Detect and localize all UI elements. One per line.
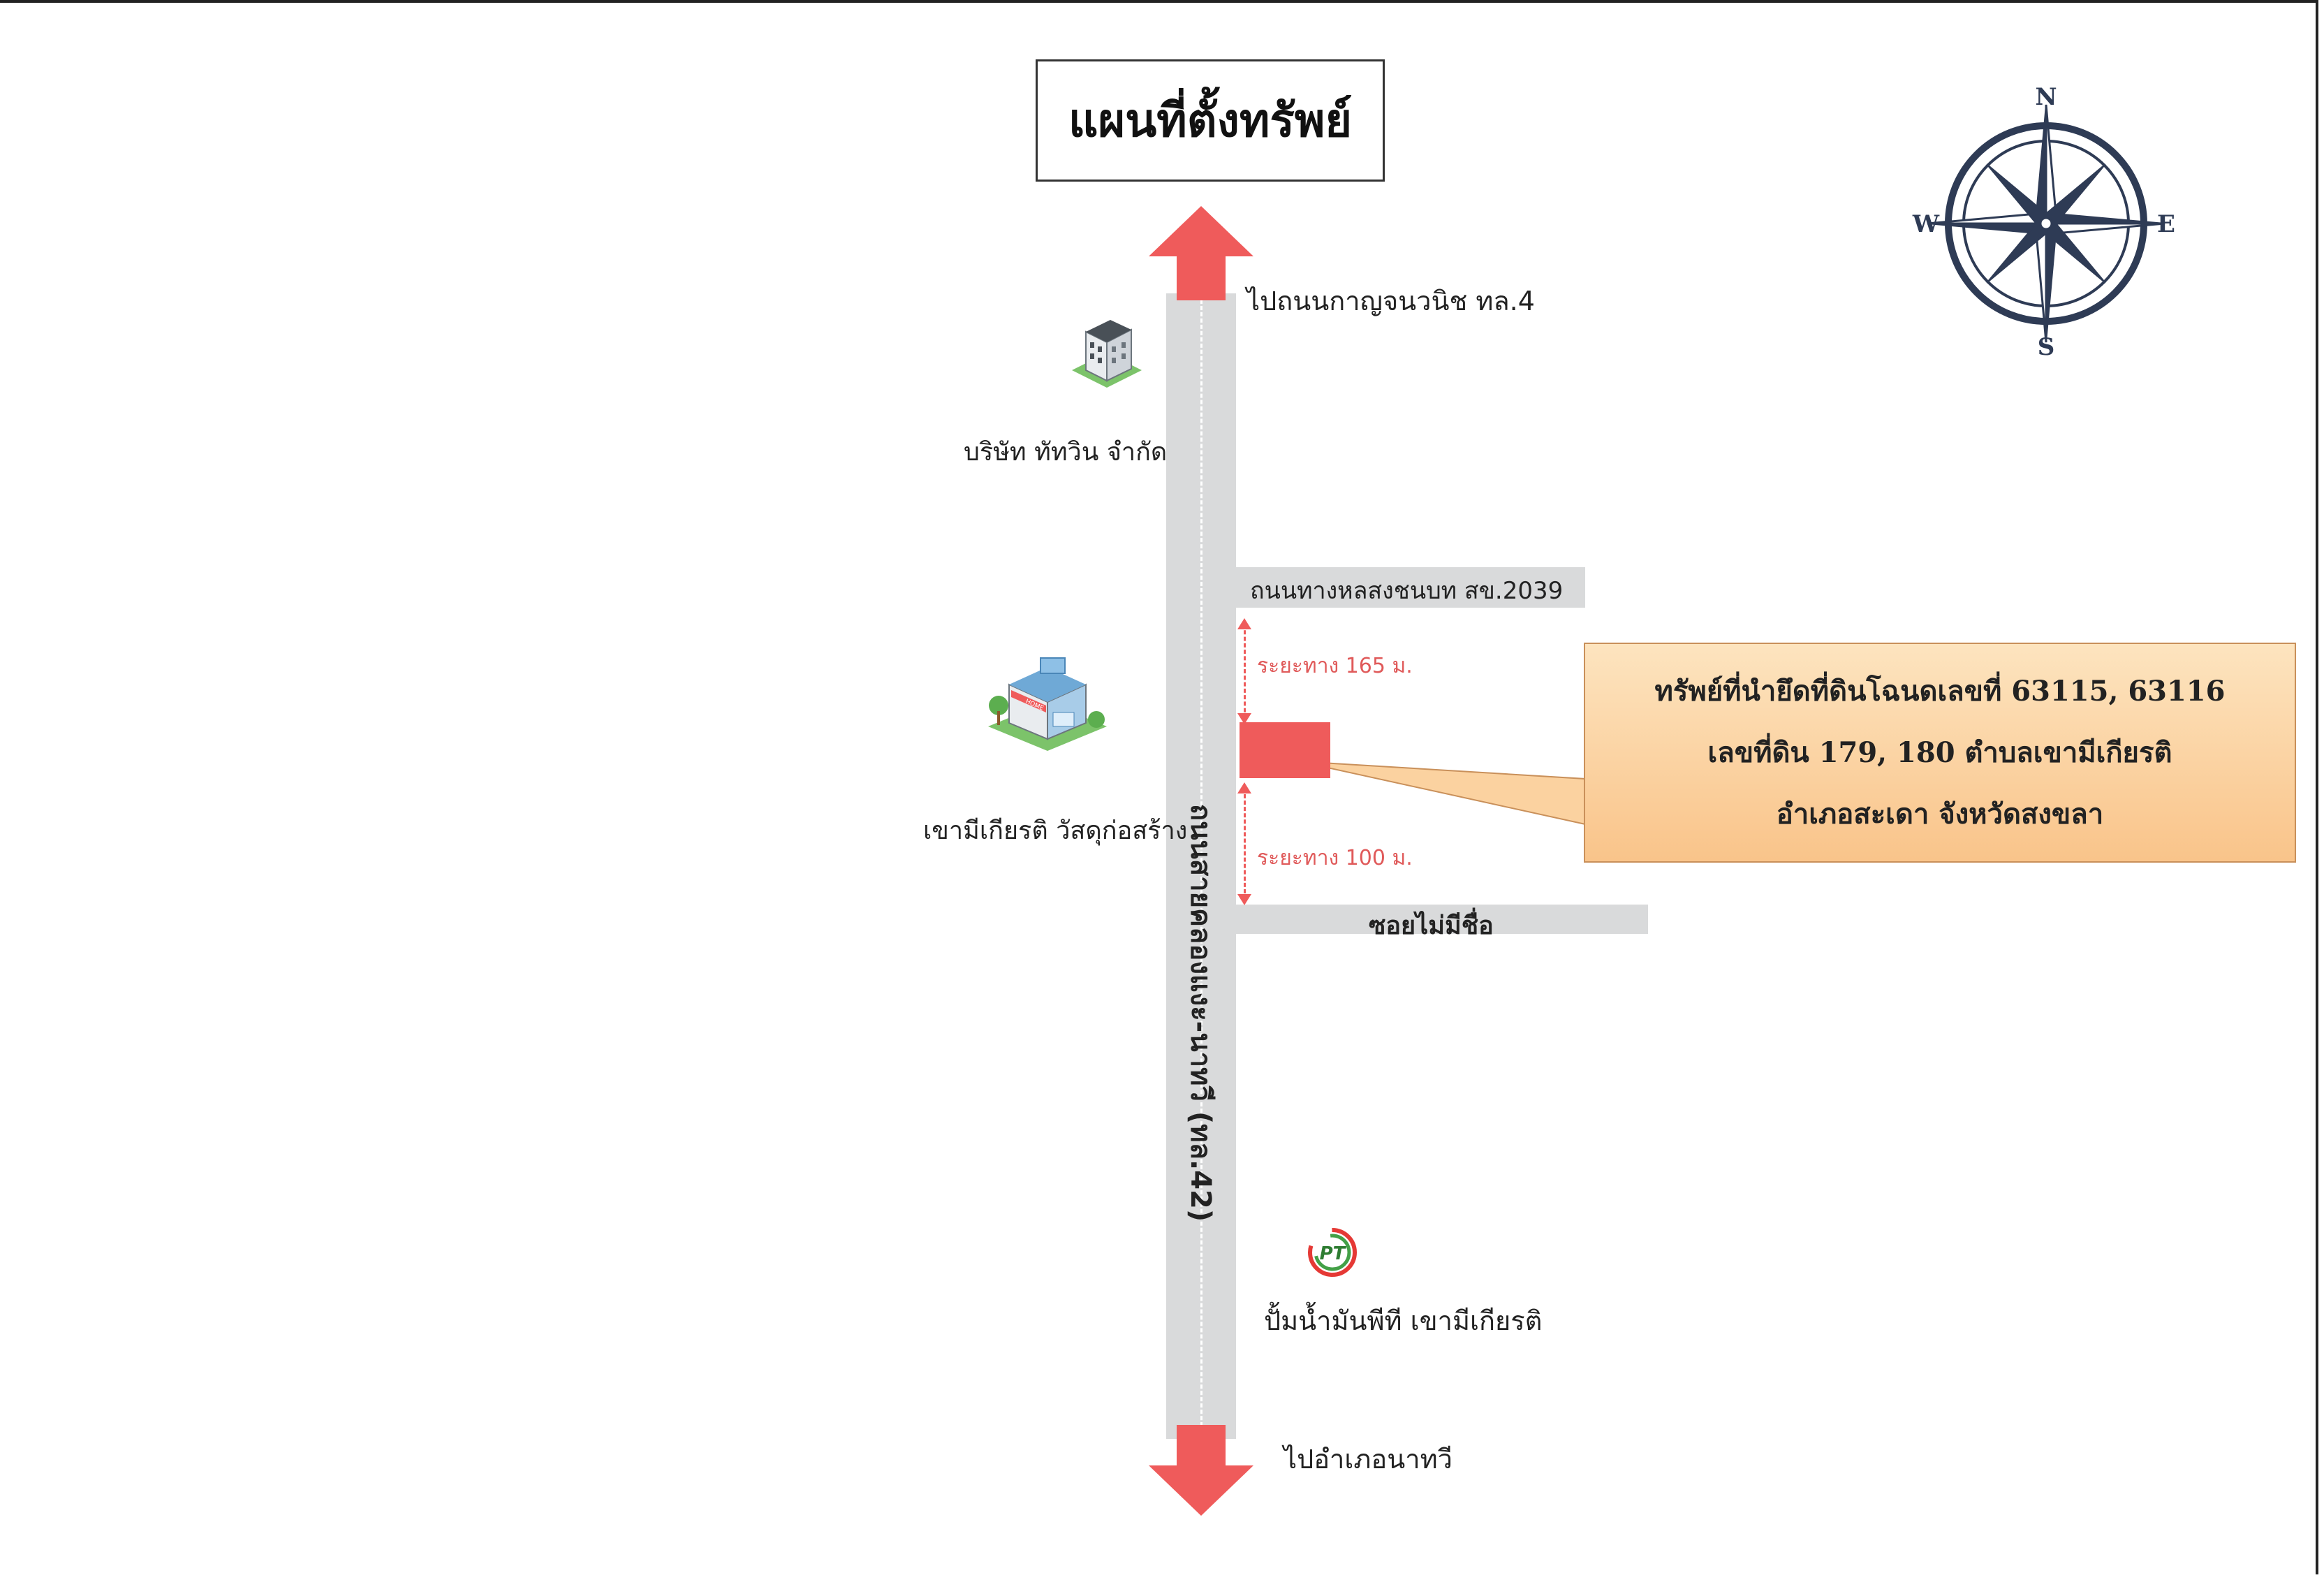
side-road-unnamed-label: ซอยไม่มีชื่อ [1369, 912, 1494, 940]
distance-top-arrows-icon [1237, 618, 1251, 724]
distance-top-label: ระยะทาง 165 ม. [1257, 654, 1413, 678]
company-label: บริษัท ทัทวิน จำกัด [964, 438, 1168, 467]
side-road-unnamed [1236, 905, 1648, 934]
store-label: เขามีเกียรติ วัสดุก่อสร้าง [923, 817, 1188, 845]
compass-north: N [2035, 84, 2057, 111]
distance-bottom-label: ระยะทาง 100 ม. [1257, 846, 1413, 870]
callout-line-1: ทรัพย์ที่นำยึดที่ดินโฉนดเลขที่ 63115, 63… [1654, 674, 2226, 708]
main-road-centerline [1200, 293, 1203, 1439]
compass-south: S [2038, 333, 2055, 361]
compass-west: W [1912, 210, 1940, 238]
title-box: แผนที่ตั้งทรัพย์ [1036, 59, 1385, 182]
side-road-2039 [1236, 567, 1585, 608]
property-callout: ทรัพย์ที่นำยึดที่ดินโฉนดเลขที่ 63115, 63… [1584, 643, 2296, 863]
distance-bottom-arrows-icon [1237, 782, 1251, 905]
compass-east: E [2157, 210, 2175, 238]
arrow-north-icon [1149, 206, 1253, 300]
side-road-2039-label: ถนนทางหลสงชนบท สข.2039 [1250, 577, 1564, 605]
gas-station-label: ปั้มน้ำมันพีที เขามีเกียรติ [1264, 1305, 1543, 1336]
south-destination: ไปอำเภอนาทวี [1284, 1444, 1452, 1475]
callout-line-2: เลขที่ดิน 179, 180 ตำบลเขามีเกียรติ [1707, 736, 2172, 769]
arrow-south-icon [1149, 1425, 1253, 1516]
pt-logo-text: PT [1320, 1243, 1347, 1264]
store-building-icon: HOME [988, 657, 1107, 751]
distance-bottom-line [1244, 788, 1246, 900]
page-title: แผนที่ตั้งทรัพย์ [1068, 93, 1353, 147]
pt-gas-station-icon: PT [1308, 1228, 1357, 1277]
compass-rose-icon: N S E W [1912, 84, 2175, 361]
office-building-icon [1072, 320, 1142, 388]
callout-pointer [1299, 761, 1586, 826]
main-road-label: ถนนสายคลองแงะ-นาทวี (ทล.42) [1184, 803, 1216, 1222]
property-marker [1240, 722, 1330, 778]
callout-line-3: อำเภอสะเดา จังหวัดสงขลา [1776, 797, 2104, 831]
distance-top-line [1244, 624, 1246, 719]
north-destination: ไปถนนกาญจนวนิช ทล.4 [1246, 286, 1535, 316]
